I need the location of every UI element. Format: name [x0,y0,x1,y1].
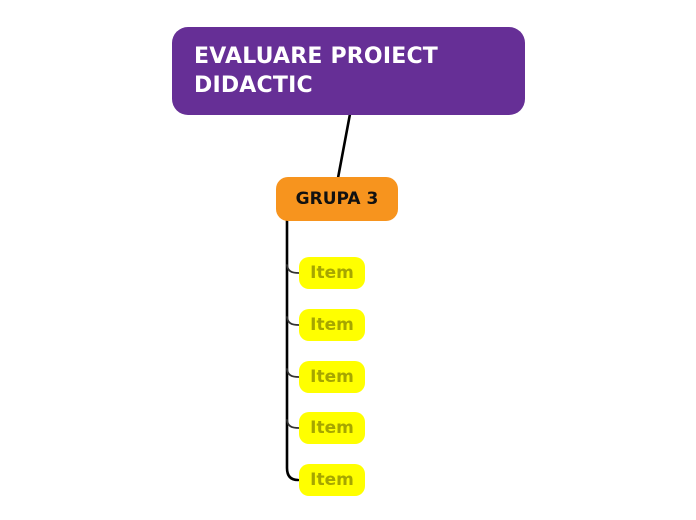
connector-hook-item-2 [286,316,300,326]
connector-trunk [285,218,300,482]
item-node-label: Item [310,263,354,283]
root-node[interactable]: EVALUARE PROIECT DIDACTIC [172,27,525,115]
item-node[interactable]: Item [299,464,365,496]
item-node-label: Item [310,470,354,490]
item-node[interactable]: Item [299,361,365,393]
group-node-label: GRUPA 3 [295,189,379,209]
connector-hook-item-1 [286,264,300,274]
group-node[interactable]: GRUPA 3 [276,177,398,221]
connector-hook-item-4 [286,419,300,429]
item-node[interactable]: Item [299,257,365,289]
item-node-label: Item [310,367,354,387]
item-node-label: Item [310,418,354,438]
item-node[interactable]: Item [299,309,365,341]
connector-hook-item-3 [286,368,300,378]
root-node-label: EVALUARE PROIECT DIDACTIC [194,43,438,98]
item-node-label: Item [310,315,354,335]
connector-root-to-group [336,112,352,180]
item-node[interactable]: Item [299,412,365,444]
